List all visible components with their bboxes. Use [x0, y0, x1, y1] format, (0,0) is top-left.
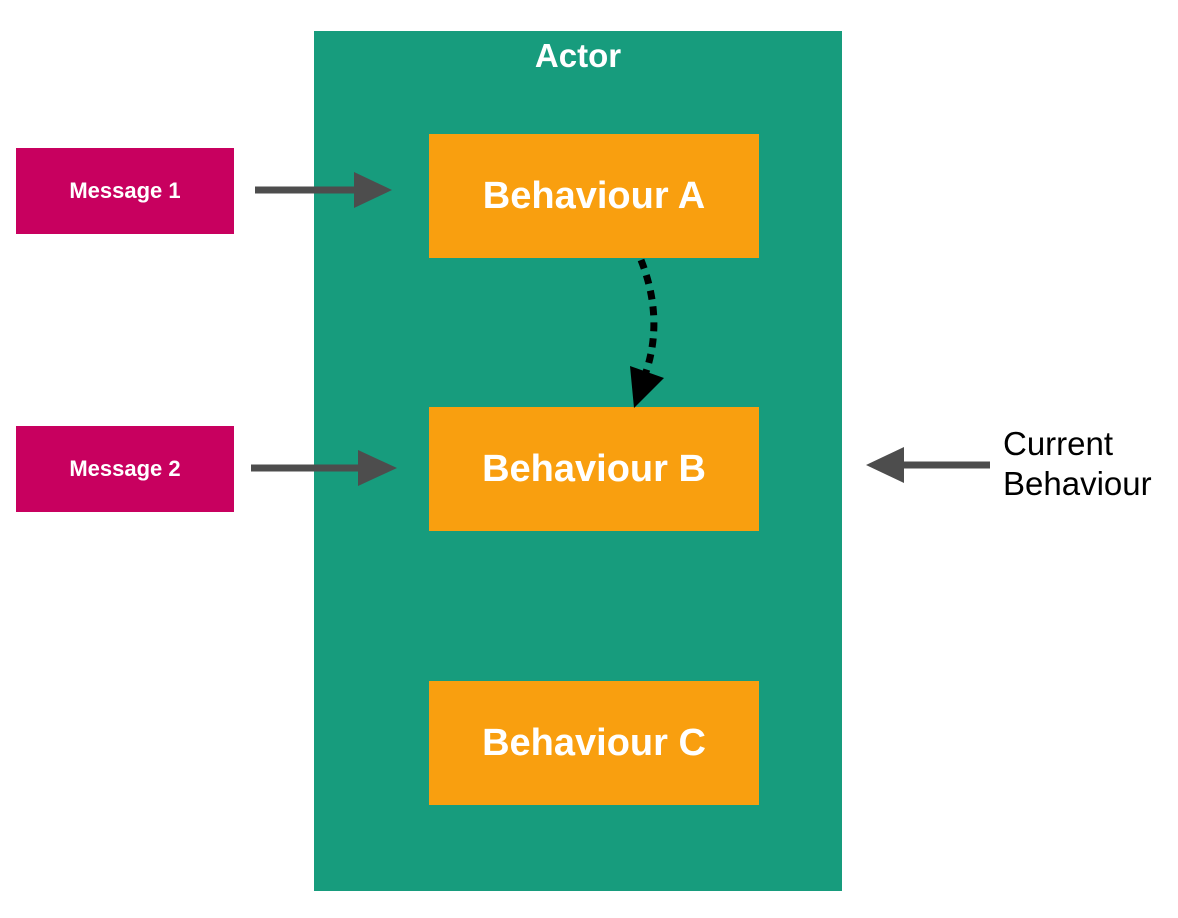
behaviour-b-box: Behaviour B — [429, 407, 759, 531]
current-behaviour-arrow — [866, 447, 990, 483]
behaviour-a-box: Behaviour A — [429, 134, 759, 258]
message-2-box: Message 2 — [16, 426, 234, 512]
current-behaviour-label: Current Behaviour — [1003, 424, 1152, 504]
current-behaviour-line1: Current — [1003, 425, 1114, 462]
message-1-box: Message 1 — [16, 148, 234, 234]
actor-title: Actor — [534, 37, 622, 74]
current-behaviour-line2: Behaviour — [1003, 465, 1152, 502]
behaviour-c-box: Behaviour C — [429, 681, 759, 805]
